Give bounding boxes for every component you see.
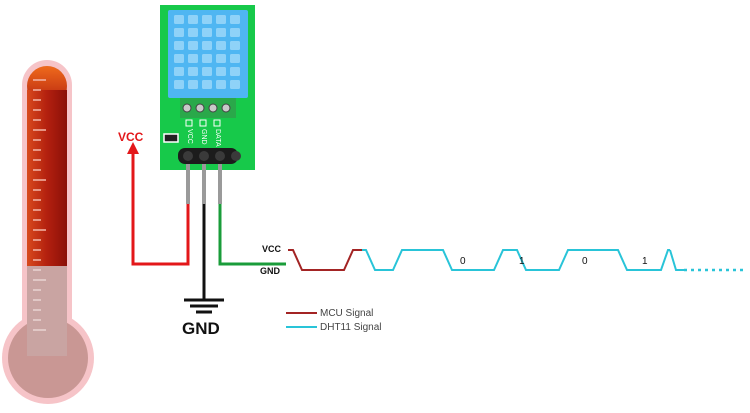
vent-slot xyxy=(202,80,212,89)
vcc-wire-label: VCC xyxy=(118,130,144,144)
thermometer-ticks xyxy=(33,79,46,331)
vent-slot xyxy=(174,15,184,24)
vent-slot xyxy=(230,41,240,50)
bit-label-2: 1 xyxy=(519,256,525,267)
vent-slot xyxy=(216,28,226,37)
bit-label-3: 0 xyxy=(582,256,588,267)
lead-gnd xyxy=(202,164,206,204)
connector-socket-2 xyxy=(199,151,209,161)
vent-slot xyxy=(188,28,198,37)
thermometer-lower-tube xyxy=(27,266,67,356)
vent-slot xyxy=(216,80,226,89)
ground-symbol-icon xyxy=(184,298,224,314)
legend-label-mcu: MCU Signal xyxy=(320,308,373,319)
pad-data xyxy=(213,119,221,127)
header-pin-1 xyxy=(182,103,192,113)
timing-vcc-label: VCC xyxy=(262,244,282,254)
vent-slot xyxy=(188,41,198,50)
pin-label-vcc: VCC xyxy=(186,129,193,144)
vent-slot xyxy=(188,54,198,63)
connector-socket-1 xyxy=(183,151,193,161)
bit-label-1: 0 xyxy=(460,256,466,267)
vent-slot xyxy=(202,54,212,63)
wiring: VCC GND xyxy=(118,130,286,338)
vcc-wire xyxy=(131,150,190,266)
timing-gnd-label: GND xyxy=(260,266,281,276)
vent-slot xyxy=(230,80,240,89)
lead-vcc xyxy=(186,164,190,204)
vent-slot xyxy=(230,54,240,63)
vent-slot xyxy=(174,67,184,76)
mcu-signal-trace xyxy=(288,249,362,271)
connector-socket-3 xyxy=(215,151,225,161)
header-pin-2 xyxy=(195,103,205,113)
vent-slot xyxy=(188,15,198,24)
pin-label-data: DATA xyxy=(214,129,221,147)
dht11-signal-trace xyxy=(362,249,670,271)
vent-slot xyxy=(202,67,212,76)
vent-slot xyxy=(216,67,226,76)
thermometer xyxy=(2,60,94,404)
sensor-vent-grid xyxy=(174,15,240,89)
vent-slot xyxy=(230,15,240,24)
vent-slot xyxy=(174,80,184,89)
vent-slot xyxy=(216,15,226,24)
vcc-arrow-icon xyxy=(127,142,139,154)
gnd-wire-label: GND xyxy=(182,319,220,338)
vent-slot xyxy=(202,41,212,50)
vent-slot xyxy=(188,80,198,89)
dht11-module: VCC GND DATA xyxy=(160,5,255,204)
legend-label-dht11: DHT11 Signal xyxy=(320,322,382,333)
header-strip xyxy=(180,98,236,118)
header-pin-4 xyxy=(221,103,231,113)
dht11-signal-tail xyxy=(669,249,684,271)
data-wire xyxy=(218,204,286,266)
timing-diagram: VCC GND 0 1 0 1 xyxy=(260,244,744,276)
vent-slot xyxy=(216,41,226,50)
vent-slot xyxy=(216,54,226,63)
vent-slot xyxy=(230,28,240,37)
vent-slot xyxy=(188,67,198,76)
header-pin-3 xyxy=(208,103,218,113)
pad-vcc xyxy=(185,119,193,127)
smd-resistor xyxy=(163,133,179,143)
pin-label-gnd: GND xyxy=(200,129,207,145)
vent-slot xyxy=(202,15,212,24)
vent-slot xyxy=(174,54,184,63)
lead-data xyxy=(218,164,222,204)
vent-slot xyxy=(230,67,240,76)
vent-slot xyxy=(174,41,184,50)
vent-slot xyxy=(202,28,212,37)
bit-label-4: 1 xyxy=(642,256,648,267)
pad-gnd xyxy=(199,119,207,127)
connector-socket-4 xyxy=(231,151,241,161)
legend: MCU Signal DHT11 Signal xyxy=(286,308,382,333)
vent-slot xyxy=(174,28,184,37)
